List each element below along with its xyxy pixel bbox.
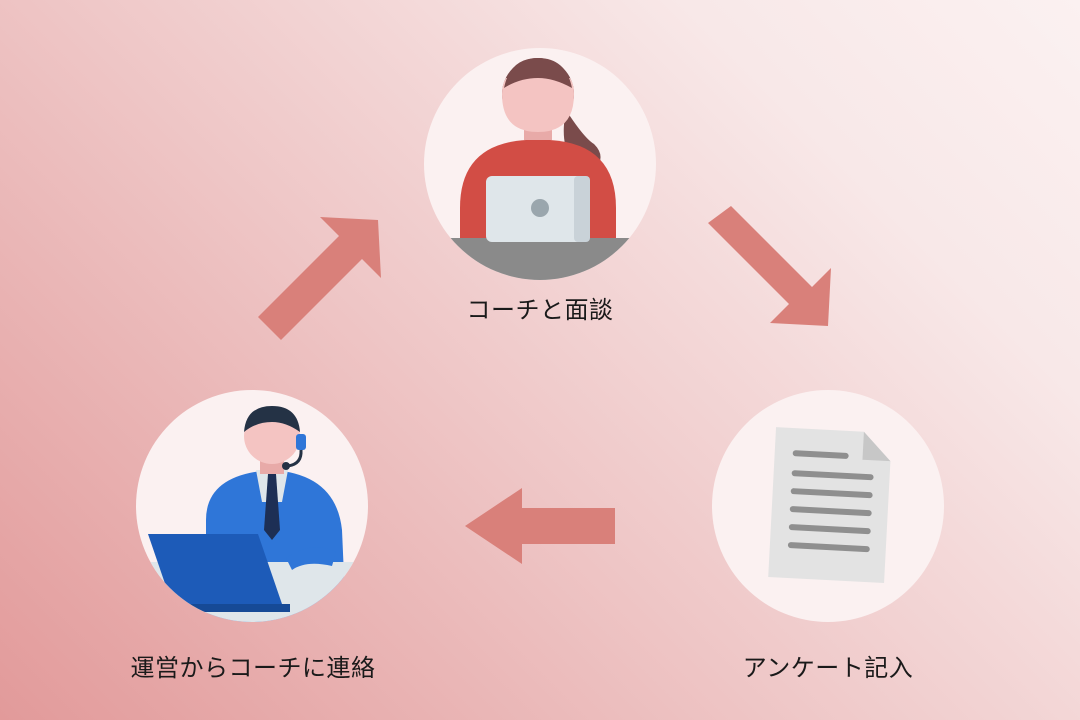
step-3-circle [136, 390, 368, 622]
step-2-label: アンケート記入 [742, 654, 914, 682]
arrow-up-right-icon [258, 217, 381, 340]
operator-with-headset-icon [136, 406, 368, 622]
arrow-down-right-icon [708, 206, 831, 326]
step-3-label: 運営からコーチに連絡 [130, 654, 376, 682]
woman-at-laptop-icon [424, 58, 656, 280]
step-2-circle [712, 390, 944, 622]
document-icon [768, 427, 891, 584]
arrow-left-icon [465, 488, 615, 564]
step-1-label: コーチと面談 [466, 296, 614, 324]
step-1-circle [424, 48, 656, 280]
